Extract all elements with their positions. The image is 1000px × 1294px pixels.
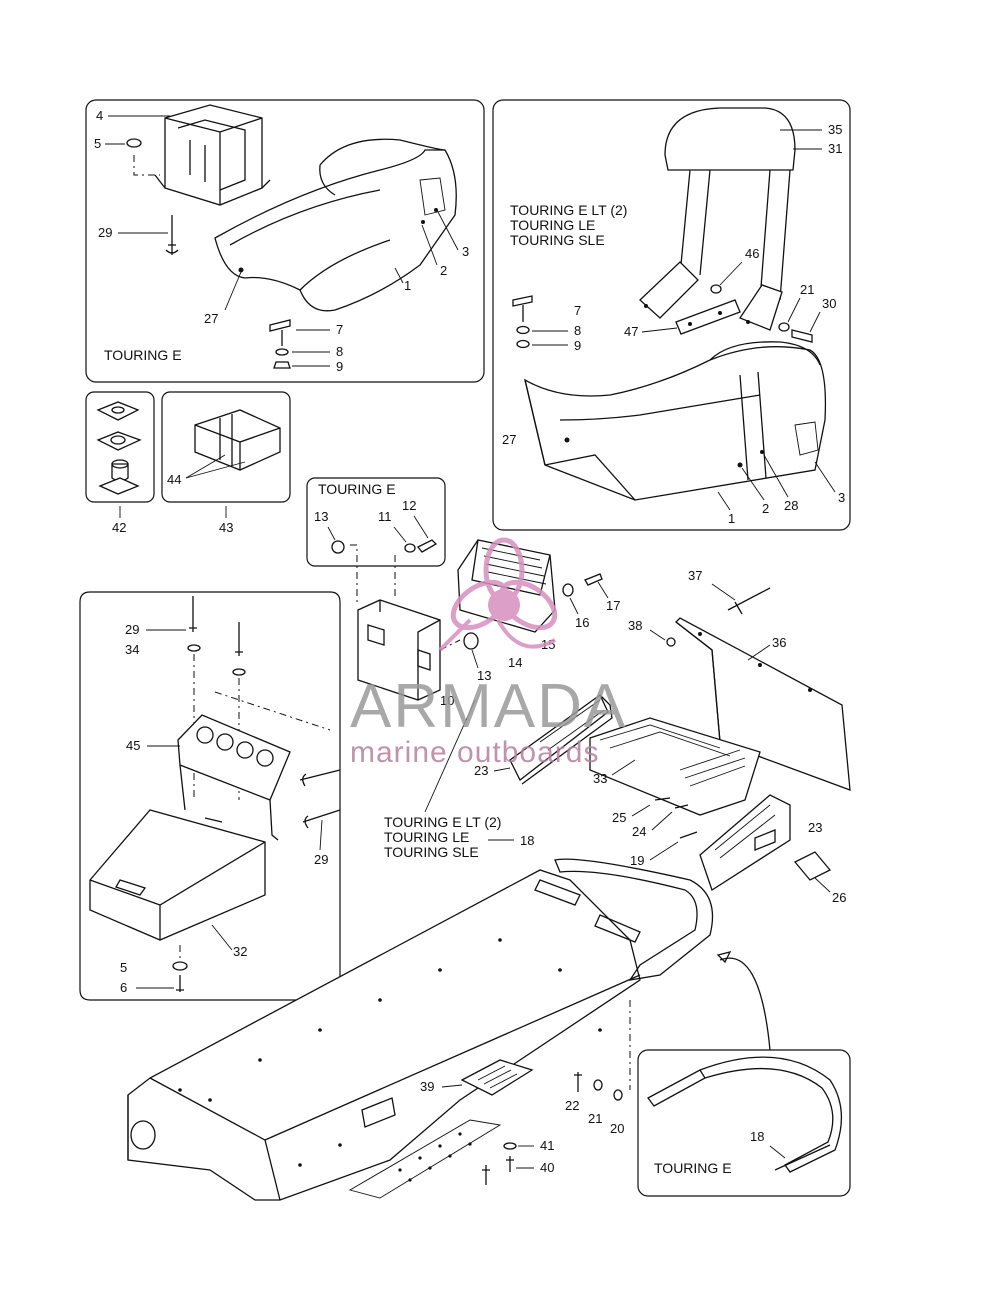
part-label-12: 12 — [402, 498, 416, 513]
part-label-23: 23 — [474, 763, 488, 778]
part-label-29-left: 29 — [125, 622, 139, 637]
model-label-touring-e-lt2: TOURING E LT (2) — [510, 202, 627, 218]
part-label-1-right: 1 — [728, 511, 735, 526]
part-label-35: 35 — [828, 122, 842, 137]
model-label-touring-e: TOURING E — [104, 347, 182, 363]
part-label-22: 22 — [565, 1098, 579, 1113]
touring-le-seat-drawing — [524, 341, 827, 501]
part-label-9-right: 9 — [574, 338, 581, 353]
part-label-3: 3 — [462, 244, 469, 259]
part-label-24: 24 — [632, 824, 646, 839]
panel-touring-e-taillight: TOURING E 13 11 12 — [306, 477, 446, 605]
part-label-26: 26 — [832, 890, 846, 905]
watermark-brand: ARMADA — [350, 672, 627, 741]
part-label-4: 4 — [96, 108, 103, 123]
part-label-41: 41 — [540, 1138, 554, 1153]
model-label-touring-le: TOURING LE — [510, 217, 595, 233]
part-label-9: 9 — [336, 359, 343, 374]
model-label-handle-sle: TOURING SLE — [384, 844, 479, 860]
part-label-45: 45 — [126, 738, 140, 753]
armada-watermark: ARMADA marine outboards — [350, 537, 627, 769]
panel-touring-le-seat: TOURING E LT (2) TOURING LE TOURING SLE … — [492, 99, 851, 531]
part-label-37: 37 — [688, 568, 702, 583]
part-label-31: 31 — [828, 141, 842, 156]
model-label-touring-e-taillight: TOURING E — [318, 481, 396, 497]
part-label-2-right: 2 — [762, 501, 769, 516]
part-label-21: 21 — [800, 282, 814, 297]
part-label-47: 47 — [624, 324, 638, 339]
footrest-mesh — [348, 1119, 502, 1199]
part-label-33: 33 — [593, 771, 607, 786]
part-label-21-lower: 21 — [588, 1111, 602, 1126]
part-label-19: 19 — [630, 853, 644, 868]
model-label-handle-le: TOURING LE — [384, 829, 469, 845]
part-label-7: 7 — [336, 322, 343, 337]
panel-42: 42 — [85, 391, 155, 535]
part-label-18-lower: 18 — [750, 1129, 764, 1144]
part-label-23-right: 23 — [808, 820, 822, 835]
part-label-11: 11 — [378, 509, 392, 524]
part-label-42: 42 — [112, 520, 126, 535]
part-label-6: 6 — [120, 980, 127, 995]
snow-flap-assembly: 37 38 36 — [628, 568, 851, 791]
flower-logo-icon — [438, 537, 558, 652]
part-label-8: 8 — [336, 344, 343, 359]
part-label-32: 32 — [233, 944, 247, 959]
part-label-13-center: 13 — [477, 668, 491, 683]
part-label-14: 14 — [508, 655, 522, 670]
part-label-43: 43 — [219, 520, 233, 535]
panel-touring-e-handle: TOURING E 18 — [637, 951, 851, 1197]
part-label-1: 1 — [404, 278, 411, 293]
part-label-25: 25 — [612, 810, 626, 825]
part-label-10: 10 — [440, 693, 454, 708]
panel-touring-e-seat: TOURING E 4 5 29 3 2 1 27 7 8 9 — [85, 99, 485, 383]
backrest-drawing — [639, 107, 796, 335]
model-label-handle-lt2: TOURING E LT (2) — [384, 814, 501, 830]
part-label-5: 5 — [94, 136, 101, 151]
part-label-36: 36 — [772, 635, 786, 650]
part-label-18: 18 — [520, 833, 534, 848]
part-label-28: 28 — [784, 498, 798, 513]
part-label-17: 17 — [606, 598, 620, 613]
part-label-44: 44 — [167, 472, 181, 487]
part-label-46: 46 — [745, 246, 759, 261]
part-label-40: 40 — [540, 1160, 554, 1175]
part-label-34: 34 — [125, 642, 139, 657]
watermark-tagline: marine outboards — [350, 736, 599, 769]
part-label-29: 29 — [98, 225, 112, 240]
part-label-13: 13 — [314, 509, 328, 524]
part-label-3-right: 3 — [838, 490, 845, 505]
panel-43: 44 43 — [161, 391, 291, 535]
grab-handle-labels: TOURING E LT (2) TOURING LE TOURING SLE … — [384, 699, 534, 860]
part-label-39: 39 — [420, 1079, 434, 1094]
part-label-16: 16 — [575, 615, 589, 630]
model-label-touring-e-handle: TOURING E — [654, 1160, 732, 1176]
model-label-touring-sle: TOURING SLE — [510, 232, 605, 248]
part-label-27-right: 27 — [502, 432, 516, 447]
part-label-29-lower: 29 — [314, 852, 328, 867]
panel-rear-storage: 29 34 45 29 32 5 6 — [79, 591, 341, 1001]
part-label-38: 38 — [628, 618, 642, 633]
part-label-20: 20 — [610, 1121, 624, 1136]
part-label-7-right: 7 — [574, 303, 581, 318]
part-label-2: 2 — [440, 263, 447, 278]
part-label-30: 30 — [822, 296, 836, 311]
chassis-drawing: 39 41 40 22 21 20 — [127, 858, 714, 1201]
taillight-assembly: 13 14 15 16 17 10 — [357, 539, 620, 708]
part-label-27: 27 — [204, 311, 218, 326]
rear-bumper-parts: 23 33 25 24 19 23 26 — [474, 694, 846, 905]
part-label-5-lower: 5 — [120, 960, 127, 975]
storage-box-drawing — [154, 104, 271, 206]
part-label-8-right: 8 — [574, 323, 581, 338]
